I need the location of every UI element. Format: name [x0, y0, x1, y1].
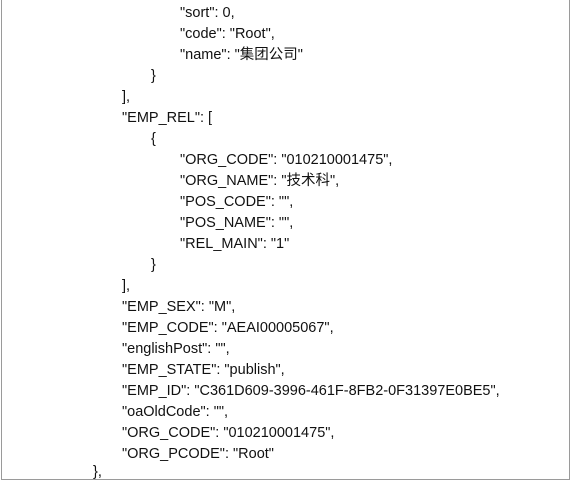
code-line-name: "name": "集团公司" — [180, 47, 303, 63]
code-line-close-brace-2: } — [151, 257, 156, 273]
code-line-emp-state: "EMP_STATE": "publish", — [122, 362, 285, 378]
code-line-pos-name: "POS_NAME": "", — [180, 215, 294, 231]
code-line-pos-code: "POS_CODE": "", — [180, 194, 294, 210]
code-line-org-code: "ORG_CODE": "010210001475", — [122, 425, 335, 441]
code-line-final-close: }, — [93, 464, 102, 480]
code-line-close-bracket-2: ], — [122, 278, 131, 294]
code-line-open-brace: { — [151, 131, 156, 147]
code-line-emp-rel: "EMP_REL": [ — [122, 110, 213, 126]
code-line-emp-sex: "EMP_SEX": "M", — [122, 299, 236, 315]
code-line-org-code-rel: "ORG_CODE": "010210001475", — [180, 152, 393, 168]
code-line-close-brace: } — [151, 68, 156, 84]
code-line-english-post: "englishPost": "", — [122, 341, 230, 357]
code-line-org-pcode: "ORG_PCODE": "Root" — [122, 446, 274, 462]
code-line-close-bracket: ], — [122, 89, 131, 105]
code-line-oa-old-code: "oaOldCode": "", — [122, 404, 229, 420]
code-line-rel-main: "REL_MAIN": "1" — [180, 236, 290, 252]
code-line-code: "code": "Root", — [180, 26, 275, 42]
code-line-sort: "sort": 0, — [180, 5, 235, 21]
code-line-emp-id: "EMP_ID": "C361D609-3996-461F-8FB2-0F313… — [122, 383, 500, 399]
code-line-org-name: "ORG_NAME": "技术科", — [180, 173, 340, 189]
code-line-emp-code: "EMP_CODE": "AEAI00005067", — [122, 320, 334, 336]
